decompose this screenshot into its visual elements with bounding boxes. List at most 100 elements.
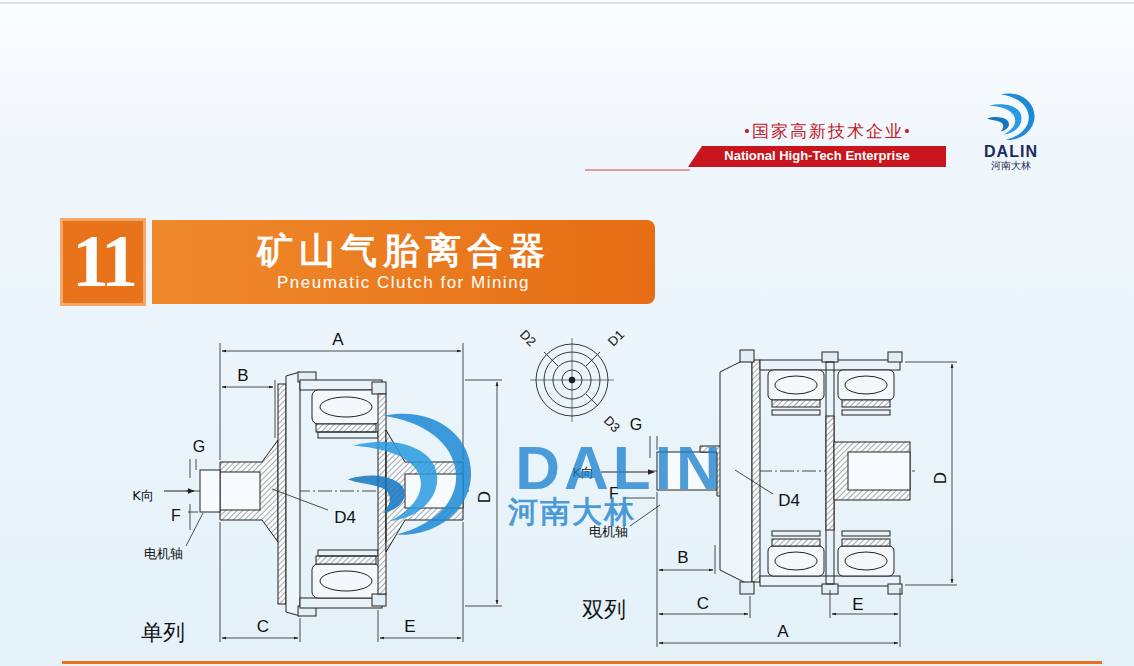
single-row-clutch-part — [372, 594, 386, 606]
node-text: 11 — [72, 221, 134, 302]
single-row-clutch-part — [320, 397, 372, 417]
dimension-lines-part — [463, 522, 464, 642]
dimension-lines — [601, 362, 957, 647]
dimension-lines-part — [659, 643, 898, 644]
dimension-lines-part — [222, 387, 273, 388]
dimension-lines-part — [750, 596, 751, 618]
dimension-lines-part — [190, 459, 191, 478]
single-row-clutch-part — [220, 440, 278, 542]
single-row-clutch-part — [316, 556, 376, 564]
dimension-label: D4 — [334, 509, 356, 526]
dimension-lines-part — [659, 570, 713, 571]
double-row-clutch-part — [775, 376, 817, 394]
single-row-clutch-part — [372, 382, 386, 394]
dimension-label: F — [171, 508, 181, 524]
logo-name: DALIN — [984, 144, 1038, 160]
part-label: 电机轴 — [144, 547, 183, 560]
dimension-lines — [164, 343, 502, 642]
page-frame-part — [987, 93, 1034, 140]
double-row-clutch-part — [842, 400, 890, 407]
single-row-clutch-part — [200, 470, 220, 512]
single-row-clutch-part — [312, 390, 380, 424]
double-row-clutch-part — [834, 442, 910, 500]
k-view-circle-part — [586, 352, 600, 366]
k-view-circle-part — [544, 352, 558, 366]
dimension-lines-part — [220, 343, 221, 460]
double-row-clutch-part — [838, 370, 894, 400]
dimension-lines-part — [465, 380, 502, 381]
page-frame-part — [585, 170, 690, 171]
dimension-label: D — [476, 491, 493, 503]
dimension-label: D — [932, 472, 949, 484]
watermark-logo-part — [348, 414, 471, 535]
double-row-clutch-part — [826, 416, 834, 530]
double-row-clutch-part — [740, 350, 754, 362]
dimension-lines-part — [657, 492, 658, 647]
single-row-clutch-part — [300, 598, 382, 608]
k-view-circle — [530, 338, 614, 422]
double-row-clutch-part — [772, 531, 820, 536]
dimension-label: E — [404, 618, 415, 635]
band-shape — [688, 146, 946, 167]
double-row-clutch-part — [842, 531, 890, 536]
dimension-label: D4 — [778, 492, 800, 509]
dimension-lines-part — [186, 513, 203, 546]
dimension-lines-part — [220, 522, 221, 642]
dimension-lines-part — [463, 343, 464, 460]
node-text: National High-Tech Enterprise — [724, 149, 909, 163]
page-frame-part — [0, 3, 1134, 4]
double-row-clutch-part — [848, 452, 910, 490]
single-row-clutch-part — [300, 380, 382, 390]
node-text: 矿山气胎离合器 — [257, 231, 551, 271]
double-row-clutch-part — [772, 539, 820, 546]
dimension-lines-part — [830, 590, 831, 618]
double-row-clutch-part — [845, 376, 887, 394]
dimension-lines-part — [659, 614, 748, 615]
variant-label: 双列 — [582, 599, 626, 621]
watermark: DALIN — [515, 437, 724, 499]
logo-name-chinese: 河南大林 — [991, 161, 1031, 171]
dimension-lines-part — [380, 638, 461, 639]
single-row-clutch-part — [220, 472, 260, 510]
double-row-clutch-part — [740, 582, 754, 594]
view-label: K向 — [132, 489, 154, 502]
dimension-lines-part — [275, 380, 276, 438]
double-row-clutch-part — [768, 370, 824, 400]
single-row-clutch-part — [286, 372, 300, 616]
dimension-lines-part — [832, 614, 898, 615]
dimension-label: B — [237, 367, 248, 384]
dimension-lines-part — [900, 588, 901, 647]
dimension-lines-part — [465, 606, 502, 607]
dimension-lines-part — [952, 364, 953, 583]
title-band: 矿山气胎离合器Pneumatic Clutch for Mining — [152, 220, 655, 304]
double-row-clutch-part — [775, 552, 817, 570]
dimension-label: B — [677, 549, 688, 566]
double-row-clutch-part — [845, 552, 887, 570]
dimension-label: A — [332, 331, 343, 348]
double-row-clutch-part — [842, 410, 890, 415]
single-row-clutch — [186, 372, 472, 616]
dimension-label: G — [193, 439, 205, 455]
double-row-clutch-part — [768, 546, 824, 576]
dimension-lines-part — [735, 470, 773, 494]
k-view-circle-part — [572, 338, 573, 422]
dimension-label: G — [630, 417, 642, 433]
single-row-clutch-part — [318, 550, 378, 556]
dimension-lines-part — [905, 585, 957, 586]
dimension-lines-part — [196, 459, 197, 470]
page-frame — [0, 3, 1134, 664]
double-row-clutch-part — [822, 352, 838, 362]
single-row-clutch-part — [316, 424, 376, 432]
single-row-clutch-part — [378, 394, 386, 594]
k-view-circle-part — [586, 394, 598, 406]
dimension-lines-part — [190, 504, 191, 530]
enterprise-band: National High-Tech Enterprise — [688, 146, 946, 167]
variant-label: 单列 — [141, 622, 185, 644]
dimension-lines-part — [272, 489, 328, 510]
dimension-label: C — [697, 595, 709, 612]
dimension-lines-part — [222, 351, 461, 352]
double-row-clutch-part — [772, 410, 820, 415]
dimension-lines-part — [715, 545, 716, 574]
dimension-label: A — [777, 623, 788, 640]
